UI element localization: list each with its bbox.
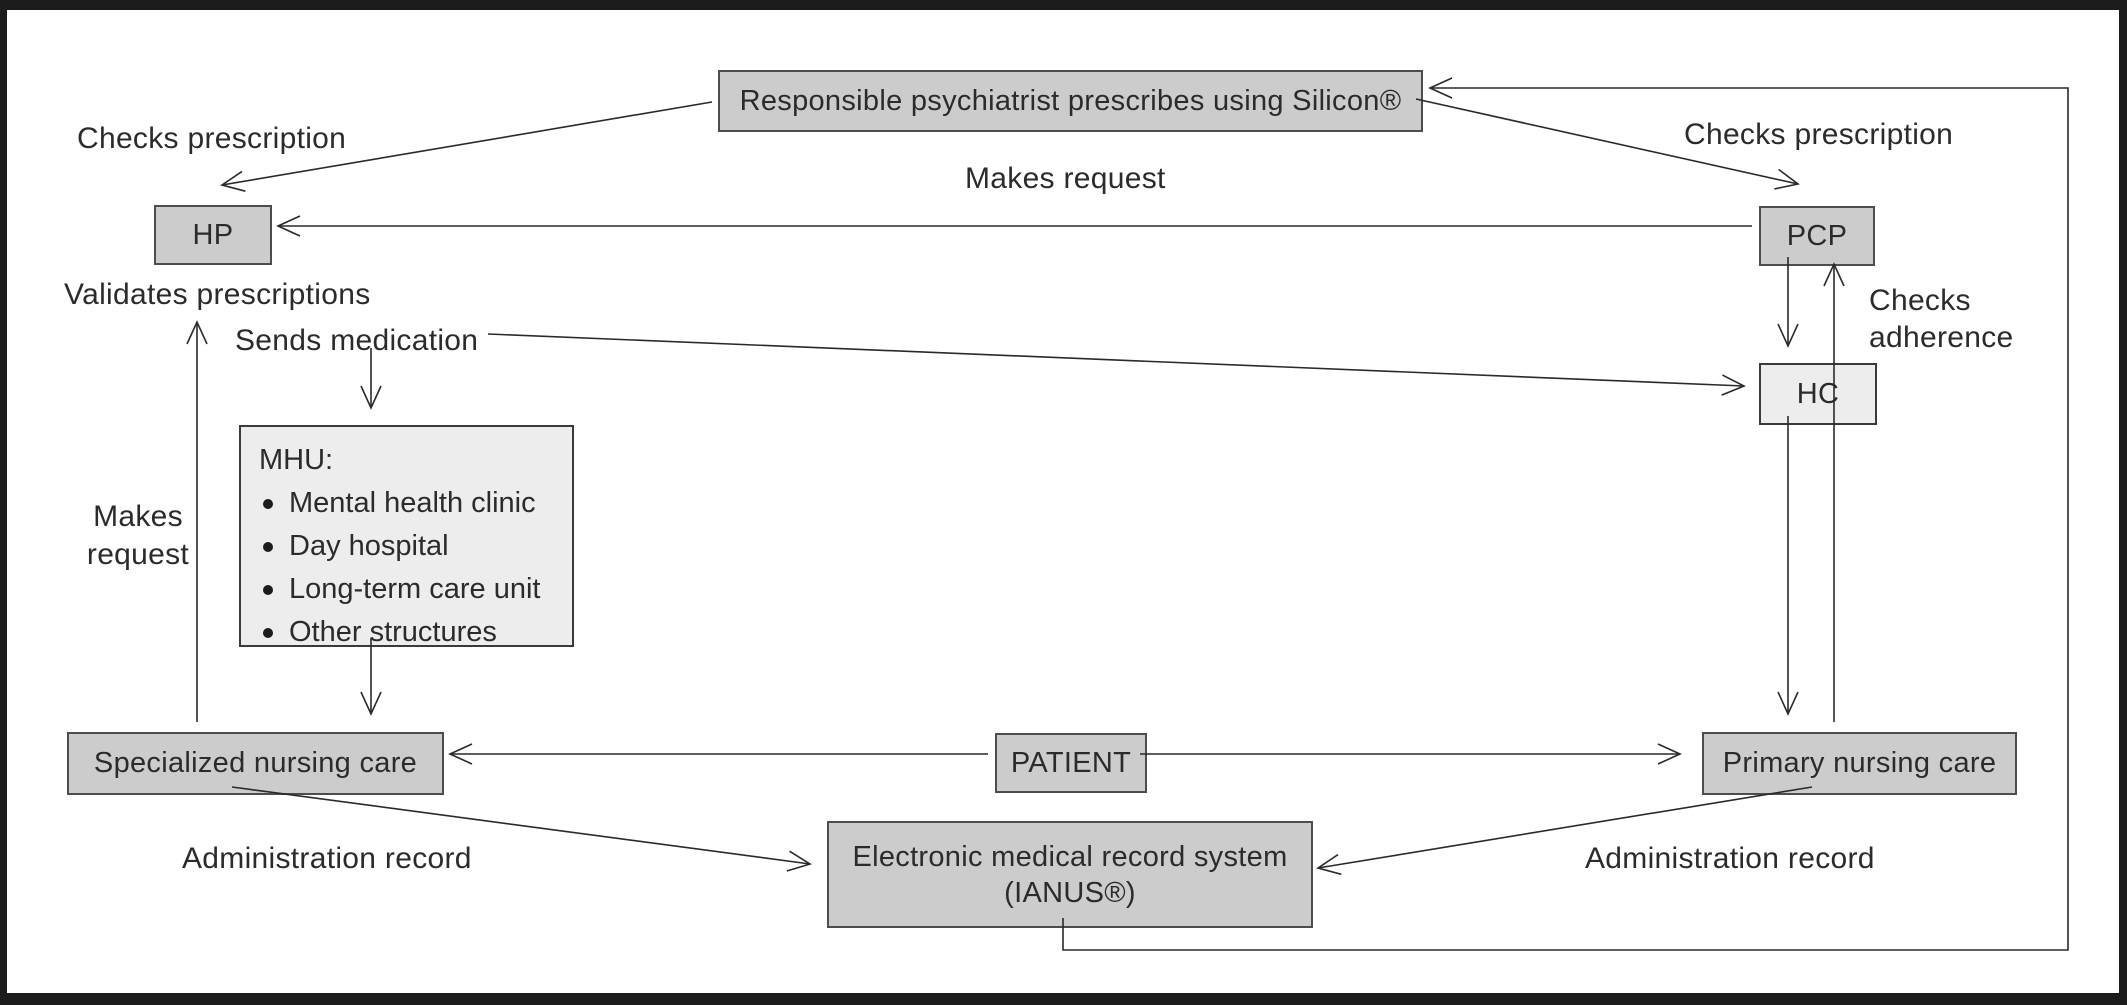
mhu-title: MHU: [259,444,334,476]
arrow-sends-medication-to-hc [487,333,1746,396]
label-sends-medication: Sends medication [235,324,479,357]
label-makes-request-left: Makes request [67,498,209,574]
node-patient: PATIENT [995,733,1147,793]
label-validates-prescriptions: Validates prescriptions [64,278,371,311]
label-line: adherence [1869,321,2014,354]
list-item: Long-term care unit [259,568,562,611]
node-psychiatrist: Responsible psychiatrist prescribes usin… [718,70,1423,132]
node-hp: HP [154,205,272,265]
label-makes-request-top: Makes request [965,162,1166,195]
label-line: request [86,538,190,571]
list-item: Mental health clinic [259,482,562,525]
node-mhu: MHU: Mental health clinic Day hospital L… [239,425,574,648]
node-specialized-nursing-care: Specialized nursing care [67,732,444,795]
node-emr-system: Electronic medical record system (IANUS®… [827,821,1313,928]
emr-line1: Electronic medical record system [852,840,1288,873]
mhu-item-label: Other structures [289,616,497,648]
label-administration-record-right: Administration record [1585,842,1875,875]
emr-line2: (IANUS®) [1004,876,1136,909]
mhu-item-label: Mental health clinic [289,487,536,519]
label-checks-prescription-left: Checks prescription [77,122,347,155]
bullet-icon [263,498,273,509]
list-item: Other structures [259,611,562,654]
label-administration-record-left: Administration record [182,842,472,875]
bullet-icon [263,584,273,595]
node-primary-nursing-care: Primary nursing care [1702,732,2017,795]
mhu-item-label: Day hospital [289,530,449,562]
label-line: Makes [93,500,183,533]
node-hc: HC [1759,363,1877,425]
label-checks-adherence: Checks adherence [1869,282,2013,356]
label-line: Checks [1869,284,1971,317]
mhu-item-label: Long-term care unit [289,573,541,605]
bullet-icon [263,541,273,552]
bullet-icon [263,627,273,638]
label-checks-prescription-right: Checks prescription [1684,118,1954,151]
list-item: Day hospital [259,525,562,568]
node-pcp: PCP [1759,206,1875,266]
